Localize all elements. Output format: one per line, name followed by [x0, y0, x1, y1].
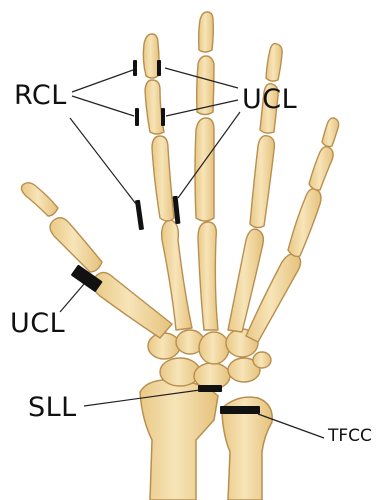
ligament-sll: [198, 385, 222, 392]
index-middle-phalanx: [145, 80, 164, 134]
ligament-index-pip-radial: [135, 108, 139, 126]
carpal-scaphoid: [160, 358, 200, 386]
thumb-distal-phalanx: [21, 183, 58, 216]
ring-proximal-phalanx: [250, 136, 274, 228]
ligament-index-pip-ulnar: [161, 108, 165, 126]
middle-metacarpal: [198, 222, 218, 330]
middle-distal-phalanx: [199, 12, 214, 52]
leader-rcl-2: [72, 96, 134, 116]
index-metacarpal: [162, 220, 192, 330]
leader-rcl-1: [72, 70, 133, 92]
little-distal-phalanx: [322, 118, 339, 147]
index-distal-phalanx: [143, 34, 159, 78]
thumb-metacarpal: [93, 272, 172, 338]
ligament-index-mcp-radial: [135, 200, 144, 230]
ligament-index-dip-radial: [133, 60, 137, 76]
carpal-trapezium: [148, 333, 180, 359]
label-ucl-fingers: UCL: [242, 86, 297, 113]
little-middle-phalanx: [309, 147, 333, 190]
ligament-index-dip-ulnar: [157, 60, 161, 76]
leader-rcl-3: [70, 118, 136, 204]
label-rcl: RCL: [14, 82, 67, 109]
carpal-pisiform: [253, 352, 271, 368]
radius-bone: [140, 380, 218, 500]
thumb-proximal-phalanx: [50, 218, 102, 272]
little-proximal-phalanx: [288, 189, 321, 257]
index-proximal-phalanx: [152, 136, 174, 221]
ligament-tfcc: [220, 406, 260, 414]
finger-bones: [21, 12, 338, 342]
label-sll: SLL: [28, 394, 77, 421]
carpal-capitate: [199, 332, 229, 364]
label-tfcc: TFCC: [328, 428, 372, 445]
ring-distal-phalanx: [266, 44, 282, 82]
forearm-bones: [140, 380, 272, 500]
label-ucl-thumb: UCL: [10, 310, 65, 337]
